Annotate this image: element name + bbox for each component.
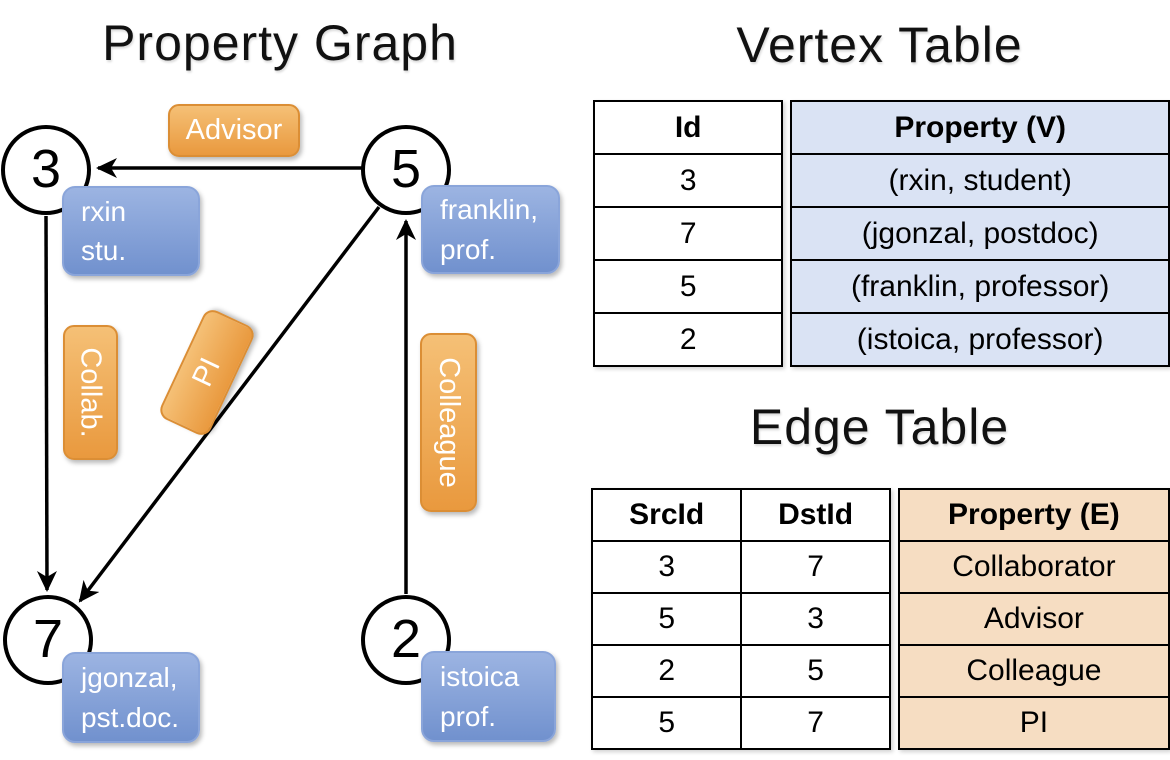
node-5-property-line-2: prof. xyxy=(440,233,497,265)
edge-label-text: Advisor xyxy=(185,114,283,146)
vertex-table-cell-r1-c2: (rxin, student) xyxy=(790,153,1170,208)
vertex-table-row: 3 xyxy=(592,153,784,208)
node-2-property-line-1: istoica xyxy=(440,661,520,693)
edge-table-cell-r2-c2: 3 xyxy=(740,592,891,646)
node-5-circle: 5 xyxy=(361,125,451,215)
node-7-property-box: jgonzal, pst.doc. xyxy=(62,652,200,743)
vertex-table-row: (rxin, student) xyxy=(790,153,1170,208)
vertex-table-grid: Property (V)(rxin, student)(jgonzal, pos… xyxy=(790,100,1170,367)
edge-3-7-line xyxy=(36,215,57,592)
node-3-id: 3 xyxy=(30,138,62,199)
vertex-table-row: (jgonzal, postdoc) xyxy=(790,206,1170,261)
edge-table-cell-r4-c1: 5 xyxy=(590,696,743,750)
node-2-id: 2 xyxy=(390,608,422,669)
node-2-circle: 2 xyxy=(361,595,451,685)
edge-table-row: Collaborator xyxy=(897,540,1170,594)
vertex-table-cell-r4-c2: (istoica, professor) xyxy=(790,312,1170,367)
vertex-table-row: 5 xyxy=(592,259,784,314)
edge-table-cell-r3-c3: Colleague xyxy=(897,644,1170,698)
node-3-property-box: rxin stu. xyxy=(62,186,200,276)
edge-label-advisor: Advisor xyxy=(168,104,300,157)
vertex-table-header-id: Id xyxy=(592,100,784,155)
edge-label-text: Colleague xyxy=(433,357,466,488)
node-5-property-box: franklin, prof. xyxy=(421,185,560,274)
node-2-property-line-2: prof. xyxy=(440,700,497,732)
vertex-table-cell-r4-c1: 2 xyxy=(592,312,784,367)
vertex-table-title: Vertex Table xyxy=(736,17,1023,73)
edge-table-header-srcid: SrcId xyxy=(590,488,743,542)
node-3-property-line-1: rxin xyxy=(81,195,127,227)
edge-label-text: Collab. xyxy=(75,347,107,438)
edge-table-cell-r1-c2: 7 xyxy=(740,540,891,594)
edge-table-cell-r2-c1: 5 xyxy=(590,592,743,646)
edge-label-collab: Collab. xyxy=(63,325,118,460)
node-7-id: 7 xyxy=(32,608,64,669)
edge-table-cell-r3-c1: 2 xyxy=(590,644,743,698)
edge-table-row: Colleague xyxy=(897,644,1170,698)
vertex-table-cell-r3-c2: (franklin, professor) xyxy=(790,259,1170,314)
edge-table-cell-r4-c3: PI xyxy=(897,696,1170,750)
vertex-table-header-propertyv: Property (V) xyxy=(790,100,1170,155)
node-7-property-line-1: jgonzal, xyxy=(81,662,178,694)
node-5-property-line-1: franklin, xyxy=(440,194,539,226)
vertex-table-row: (istoica, professor) xyxy=(790,312,1170,367)
node-5-id: 5 xyxy=(390,138,422,199)
node-7-property-line-2: pst.doc. xyxy=(81,701,180,733)
node-2-property-box: istoica prof. xyxy=(421,651,556,742)
vertex-table-cell-r2-c1: 7 xyxy=(592,206,784,261)
graph-edges-layer xyxy=(36,158,416,603)
edge-label-colleague: Colleague xyxy=(420,333,477,512)
vertex-table-row: 7 xyxy=(592,206,784,261)
edge-table-cell-r1-c3: Collaborator xyxy=(897,540,1170,594)
edge-table-title: Edge Table xyxy=(749,399,1010,455)
edge-table-row: Advisor xyxy=(897,592,1170,646)
vertex-table-row: 2 xyxy=(592,312,784,367)
edge-table-cell-r2-c3: Advisor xyxy=(897,592,1170,646)
vertex-table-cell-r3-c1: 5 xyxy=(592,259,784,314)
edge-5-7-line xyxy=(78,205,381,603)
property-graph-title: Property Graph xyxy=(102,15,458,71)
edge-table-cell-r4-c2: 7 xyxy=(740,696,891,750)
edge-table-header-dstid: DstId xyxy=(740,488,891,542)
edge-label-text: PI xyxy=(186,353,227,392)
node-3-property-line-2: stu. xyxy=(81,235,127,266)
vertex-table-cell-r1-c1: 3 xyxy=(592,153,784,208)
edge-table-cell-r1-c1: 3 xyxy=(590,540,743,594)
vertex-table-row: (franklin, professor) xyxy=(790,259,1170,314)
edge-table-row: PI xyxy=(897,696,1170,750)
edge-table-header-propertye: Property (E) xyxy=(897,488,1170,542)
vertex-table-cell-r2-c2: (jgonzal, postdoc) xyxy=(790,206,1170,261)
edge-table-cell-r3-c2: 5 xyxy=(740,644,891,698)
